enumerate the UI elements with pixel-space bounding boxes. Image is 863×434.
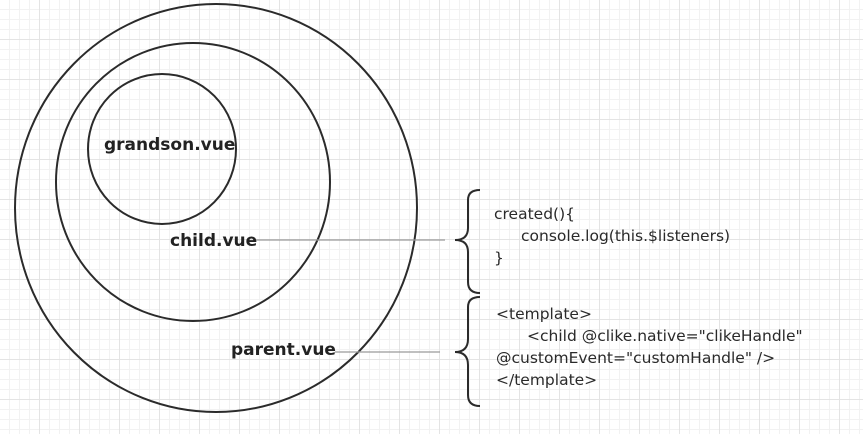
child-code-brace [454,189,481,294]
parent-circle [14,3,418,413]
parent-code-brace [454,296,481,407]
grandson-circle [87,73,237,225]
child-code-block: created(){ console.log(this.$listeners) … [494,203,730,269]
parent-code-line: <child @clike.native="clikeHandle" [527,327,803,345]
child-code-line: created(){ [494,205,575,223]
child-label: child.vue [170,231,258,251]
parent-code-block: <template> <child @clike.native="clikeHa… [496,303,803,391]
parent-code-line: </template> [496,371,598,389]
grandson-label: grandson.vue [104,135,236,155]
child-code-line: console.log(this.$listeners) [521,227,731,245]
parent-code-line: <template> [496,305,592,323]
child-code-line: } [494,249,504,267]
parent-label: parent.vue [231,340,336,360]
child-circle [55,42,331,322]
parent-code-line: @customEvent="customHandle" /> [496,349,776,367]
